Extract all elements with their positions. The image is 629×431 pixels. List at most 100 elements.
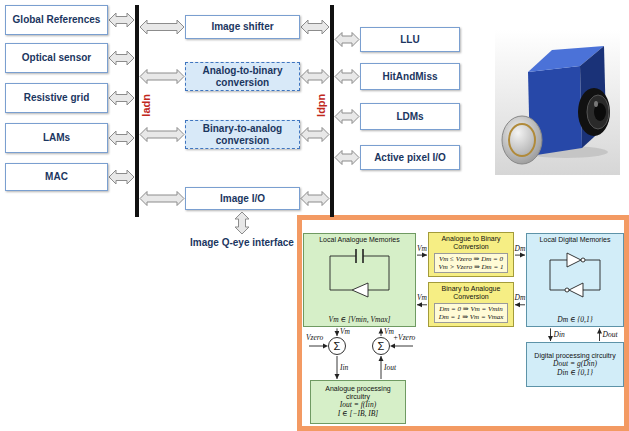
coin (502, 116, 542, 164)
bus-arrow (140, 128, 184, 142)
input-arrowhead (390, 344, 395, 349)
bus-arrow (140, 192, 184, 206)
photo-ground (495, 30, 620, 175)
formula: Vm ≤ Vzero ⇒ Dm = 0 (439, 255, 503, 263)
formula: I ∈ [−IB, IB] (338, 410, 379, 419)
node-label: Optical sensor (22, 52, 91, 64)
bus-arrow (109, 170, 134, 184)
conversion-box: Binary-to-analog conversion (185, 120, 300, 149)
node-label: HitAndMiss (383, 71, 438, 83)
memory-box: Local Analogue Memories Vm ∈ [Vmin, Vmax] (303, 233, 416, 327)
edge-label: Dout (602, 331, 619, 339)
capacitor-symbol (356, 249, 363, 263)
node-label: Global References (13, 14, 101, 26)
bus-arrow (109, 91, 134, 105)
sum-symbol: Σ (334, 341, 341, 352)
formula: Dm = 0 ⇒ Vm = Vmin (439, 305, 503, 313)
bus-arrow (109, 51, 134, 65)
module-box: LAMs (5, 123, 108, 153)
edge-label: Vm (416, 294, 428, 302)
bus-arrow (335, 33, 359, 47)
signal-arrow (417, 253, 427, 258)
conversion-box: Binary to Analogue Conversion Dm = 0 ⇒ Vm… (428, 282, 514, 327)
heading: Digital processing circuitry (534, 352, 615, 360)
conversion-box: Analogue to Binary Conversion Vm ≤ Vzero … (428, 232, 514, 277)
heading: Analogue to Binary Conversion (432, 235, 510, 251)
node-label: MAC (45, 171, 68, 183)
interface-label: Image Q-eye interface (190, 237, 294, 248)
input-arrowhead (323, 344, 328, 349)
bus-arrow (109, 13, 134, 27)
edge-label: Vm (339, 328, 351, 336)
formula: Iout = f(Iin) (340, 401, 376, 410)
heading: Local Analogue Memories (319, 236, 400, 244)
arrowhead (520, 253, 525, 258)
bus-arrow (301, 70, 329, 84)
formula: Vm > Vzero ⇒ Dm = 1 (439, 263, 504, 271)
edge-label: Vm (416, 245, 428, 253)
node-label: Binary-to-analog conversion (189, 123, 296, 146)
sum-symbol: Σ (378, 341, 385, 352)
module-box: Image shifter (185, 15, 300, 39)
node-label: Analog-to-binary conversion (189, 65, 296, 88)
processing-box: Digital processing circuitryDout = g(Din… (526, 342, 624, 387)
edge-label: Iin (339, 364, 349, 372)
module-box: Image I/O (185, 187, 300, 210)
bus-bar: ladn (135, 5, 139, 217)
arrowhead (417, 302, 422, 307)
heading: Analogue processing circuitry (314, 385, 402, 401)
node-label: Image shifter (211, 21, 273, 33)
input-wire (309, 346, 323, 347)
edge-label: Iout (383, 364, 397, 372)
bus-arrow (301, 128, 329, 142)
formula: Vm ∈ [Vmin, Vmax] (329, 316, 391, 325)
camera-lens (587, 95, 609, 129)
node-label: LAMs (43, 132, 70, 144)
module-box: LDMs (360, 103, 460, 130)
module-box: LLU (360, 27, 460, 52)
module-box: HitAndMiss (360, 63, 460, 90)
signal-label: Vzero (306, 334, 323, 342)
bus-arrow (140, 20, 184, 34)
arrowhead (515, 302, 520, 307)
edge-label: Dm (514, 245, 527, 253)
node-label: LDMs (396, 111, 423, 123)
inverter-symbol (567, 253, 581, 267)
lens-highlight (594, 101, 598, 107)
signal-arrow (515, 302, 525, 307)
signal-label: +Vzero (393, 334, 415, 342)
module-box: Active pixel I/O (360, 145, 460, 170)
arrowhead (379, 356, 384, 361)
heading: Local Digital Memories (540, 236, 611, 244)
node-label: Resistive grid (24, 92, 90, 104)
capacitor-loop (330, 256, 389, 290)
bus-arrow (109, 131, 134, 145)
bus-arrow (301, 20, 329, 34)
module-box: MAC (5, 163, 108, 191)
camera-lens (578, 88, 610, 136)
input-wire (395, 346, 413, 347)
formula: Dm ∈ {0,1} (557, 316, 593, 325)
formula-box: Vm ≤ Vzero ⇒ Dm = 0Vm > Vzero ⇒ Dm = 1 (434, 253, 508, 273)
processing-box: Analogue processing circuitryIout = f(Ii… (310, 380, 406, 424)
edge-label: Din (553, 331, 566, 339)
node-label: Active pixel I/O (374, 152, 446, 164)
module-box: Resistive grid (5, 83, 108, 113)
inverter-symbol (569, 283, 583, 297)
edge-label: Dm (514, 294, 527, 302)
bus-label: ladn (140, 94, 153, 117)
inverter-bubble (581, 258, 585, 262)
heading: Binary to Analogue Conversion (432, 285, 510, 301)
bus-arrow (335, 70, 359, 84)
summing-junction: Σ (328, 337, 346, 355)
signal-arrow (515, 253, 525, 258)
signal-arrow (417, 302, 427, 307)
arrowhead (335, 374, 340, 379)
node-label: LLU (400, 34, 419, 46)
summing-junction: Σ (372, 337, 390, 355)
formula: Din ∈ {0,1} (557, 369, 593, 378)
formula-box: Dm = 0 ⇒ Vm = VminDm = 1 ⇒ Vm = Vmax (434, 303, 508, 323)
